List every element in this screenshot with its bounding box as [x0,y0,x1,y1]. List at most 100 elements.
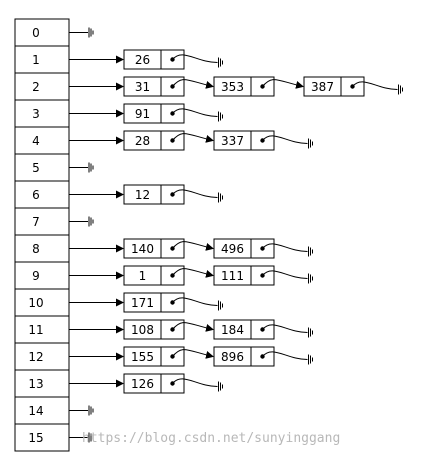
next-pointer-arrow [172,241,214,251]
null-pointer-curve [262,135,308,144]
null-ground-icon [88,432,94,443]
list-node: 337 [213,130,275,151]
bucket-index-label: 7 [32,215,40,229]
list-node: 111 [213,265,275,286]
next-pointer-arrow [172,79,214,89]
node-value-label: 337 [221,134,244,148]
node-value-label: 184 [221,323,244,337]
node-value-label: 31 [135,80,150,94]
bucket-index-label: 12 [28,350,43,364]
node-value-label: 140 [131,242,154,256]
bucket-index-label: 14 [28,404,43,418]
null-ground-icon [88,405,94,416]
bucket-cell: 10 [14,288,70,317]
list-node: 91 [123,103,185,124]
bucket-index-label: 3 [32,107,40,121]
bucket-index-label: 10 [28,296,43,310]
node-value-label: 155 [131,350,154,364]
bucket-cell: 7 [14,207,70,236]
bucket-cell-box [14,18,70,47]
null-ground-icon [398,84,403,95]
null-pointer-curve [172,297,218,306]
bucket-cell: 3 [14,99,70,128]
null-ground-icon [218,381,223,392]
list-node: 1 [123,265,185,286]
list-node: 353 [213,76,275,97]
bucket-cell-box [14,423,70,452]
node-value-label: 1 [139,269,147,283]
node-value-label: 387 [311,80,334,94]
bucket-cell: 14 [14,396,70,425]
next-pointer-arrow [172,268,214,278]
bucket-cell: 9 [14,261,70,290]
node-value-label: 896 [221,350,244,364]
bucket-index-label: 15 [28,431,43,445]
null-ground-icon [308,246,313,257]
null-pointer-curve [262,351,308,360]
next-pointer-arrow [262,79,304,89]
bucket-index-label: 9 [32,269,40,283]
bucket-index-label: 8 [32,242,40,256]
node-value-label: 12 [135,188,150,202]
bucket-cell: 15 [14,423,70,452]
list-node: 108 [123,319,185,340]
node-value-label: 28 [135,134,150,148]
bucket-cell: 12 [14,342,70,371]
list-node: 171 [123,292,185,313]
null-ground-icon [88,27,94,38]
bucket-cell: 1 [14,45,70,74]
next-pointer-arrow [172,322,214,332]
null-ground-icon [88,216,94,227]
bucket-cell-box [14,315,70,344]
bucket-cell-box [14,99,70,128]
list-node: 387 [303,76,365,97]
node-value-label: 126 [131,377,154,391]
bucket-index-label: 5 [32,161,40,175]
bucket-index-label: 2 [32,80,40,94]
list-node: 28 [123,130,185,151]
null-ground-icon [308,138,313,149]
null-ground-icon [218,111,223,122]
null-ground-icon [88,162,94,173]
null-ground-icon [218,192,223,203]
bucket-index-label: 0 [32,26,40,40]
null-pointer-curve [172,378,218,387]
null-ground-icon [218,57,223,68]
next-pointer-arrow [172,133,214,143]
node-value-label: 353 [221,80,244,94]
bucket-index-label: 13 [28,377,43,391]
list-node: 26 [123,49,185,70]
next-pointer-arrow [172,349,214,359]
bucket-cell: 2 [14,72,70,101]
bucket-cell-box [14,261,70,290]
bucket-cell: 6 [14,180,70,209]
node-value-label: 496 [221,242,244,256]
bucket-cell-box [14,153,70,182]
bucket-cell-box [14,180,70,209]
null-ground-icon [308,327,313,338]
bucket-cell-box [14,126,70,155]
null-pointer-curve [262,243,308,252]
list-node: 31 [123,76,185,97]
null-pointer-curve [352,81,398,90]
bucket-cell: 5 [14,153,70,182]
list-node: 896 [213,346,275,367]
watermark-text: https://blog.csdn.net/sunyinggang [82,431,340,446]
null-ground-icon [308,273,313,284]
node-value-label: 91 [135,107,150,121]
list-node: 184 [213,319,275,340]
null-pointer-curve [262,324,308,333]
node-value-label: 111 [221,269,244,283]
bucket-cell: 4 [14,126,70,155]
bucket-cell: 13 [14,369,70,398]
null-pointer-curve [172,189,218,198]
list-node: 12 [123,184,185,205]
bucket-cell-box [14,234,70,263]
null-pointer-curve [172,108,218,117]
null-pointer-curve [262,270,308,279]
bucket-cell-box [14,288,70,317]
node-value-label: 26 [135,53,150,67]
bucket-index-label: 6 [32,188,40,202]
list-node: 496 [213,238,275,259]
bucket-cell-box [14,72,70,101]
